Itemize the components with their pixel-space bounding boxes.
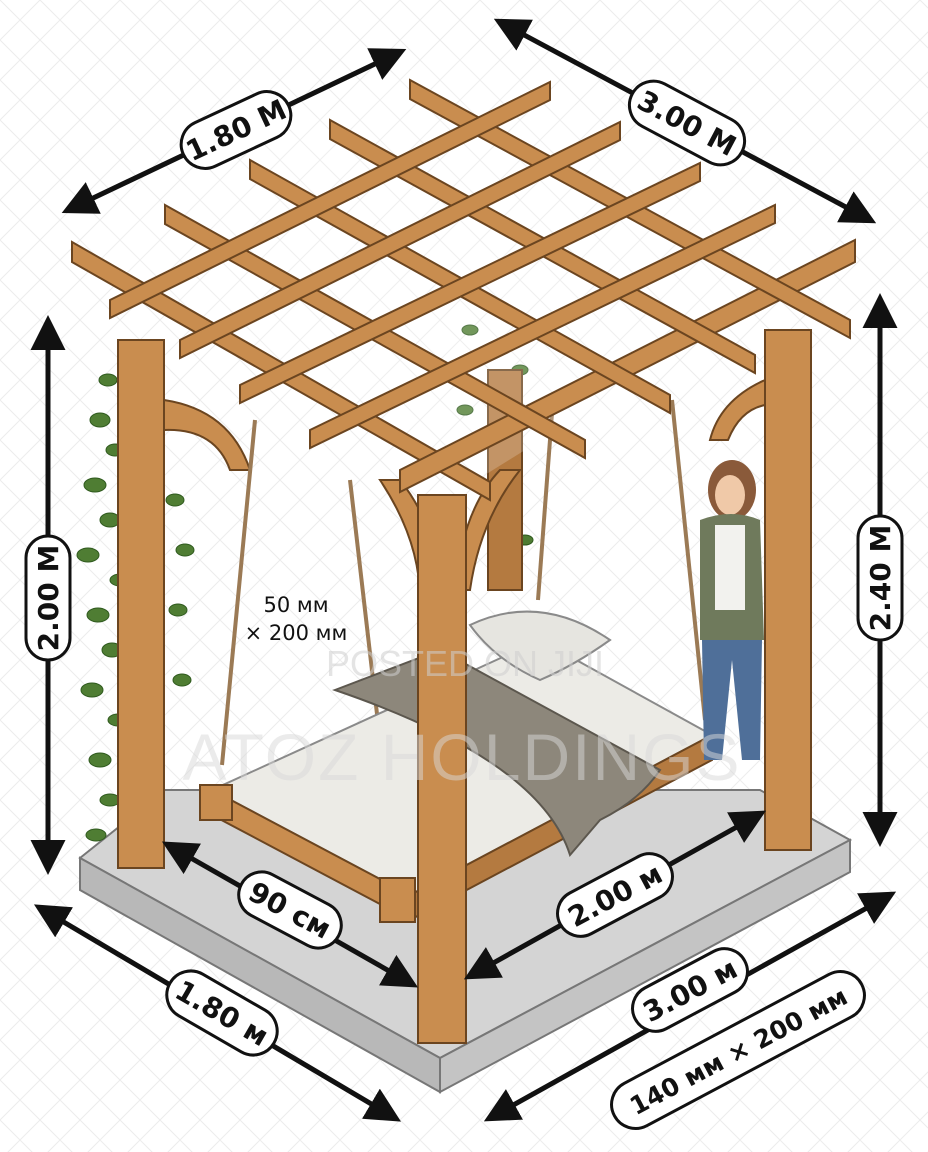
dimension-label-bed-width: 90 см <box>237 870 343 950</box>
front-post <box>417 494 467 1044</box>
watermark-jiji: POSTED ON JIJI <box>326 643 604 684</box>
dimension-label-left-height: 2.00 M <box>24 534 72 662</box>
dimension-label-right-height: 2.40 M <box>856 514 904 642</box>
climbing-vine <box>76 324 534 842</box>
svg-text:2.40 M: 2.40 M <box>864 525 897 632</box>
rafter-size-line1: 50 мм <box>263 593 328 617</box>
left-post <box>117 339 165 869</box>
pillow <box>468 610 612 682</box>
standing-person <box>700 460 764 760</box>
dimension-label-bed-length: 2.00 м <box>556 852 674 938</box>
svg-text:2.00 M: 2.00 M <box>32 545 65 652</box>
watermark-atoz: ATOZ HOLDINGS <box>183 720 742 794</box>
rafter-size-line2: × 200 мм <box>245 621 348 645</box>
